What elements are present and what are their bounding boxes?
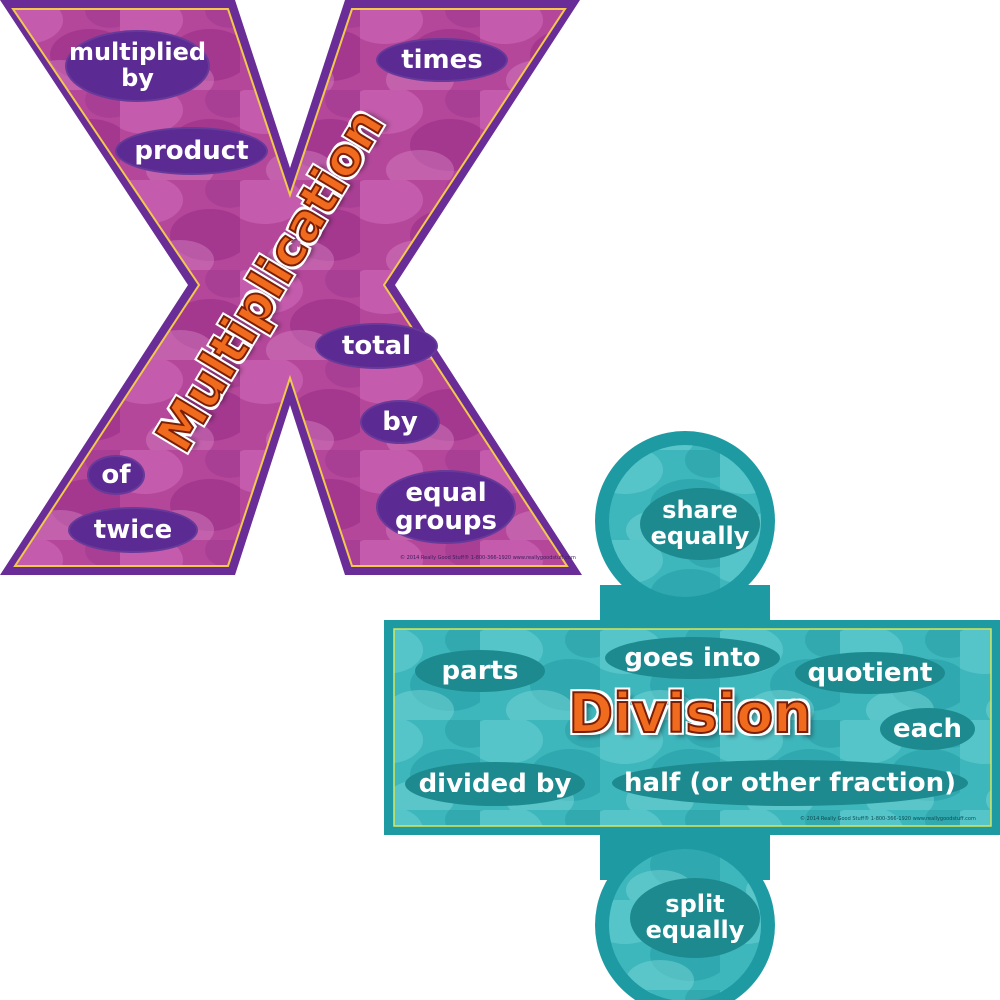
word-split-equally-text: split equally bbox=[645, 890, 745, 944]
word-of-text: of bbox=[101, 459, 131, 490]
word-parts-text: parts bbox=[441, 655, 519, 686]
word-total-text: total bbox=[341, 330, 412, 361]
word-divided-by-text: divided by bbox=[418, 768, 572, 799]
word-each: each bbox=[880, 708, 975, 750]
word-share-equally: share equally bbox=[640, 488, 760, 560]
word-equal-groups: equal groups bbox=[376, 470, 516, 544]
word-times: times bbox=[376, 38, 508, 82]
word-of: of bbox=[87, 455, 145, 495]
word-multiplied-by-text: multiplied by bbox=[68, 38, 207, 92]
word-by: by bbox=[360, 400, 440, 444]
word-divided-by: divided by bbox=[405, 762, 585, 806]
word-times-text: times bbox=[401, 44, 483, 75]
word-goes-into: goes into bbox=[605, 637, 780, 679]
word-total: total bbox=[315, 323, 438, 369]
word-share-equally-text: share equally bbox=[650, 496, 750, 550]
word-parts: parts bbox=[415, 650, 545, 692]
word-product: product bbox=[115, 127, 268, 175]
division-title: Division bbox=[567, 681, 812, 746]
word-each-text: each bbox=[892, 713, 963, 744]
word-equal-groups-text: equal groups bbox=[395, 477, 497, 536]
word-half-text: half (or other fraction) bbox=[624, 767, 956, 798]
division-fine-print: © 2014 Really Good Stuff® 1-800-366-1920… bbox=[800, 816, 976, 822]
word-half-or-other-fraction: half (or other fraction) bbox=[612, 760, 968, 806]
word-twice: twice bbox=[68, 507, 198, 553]
word-twice-text: twice bbox=[93, 514, 173, 545]
word-split-equally: split equally bbox=[630, 878, 760, 958]
word-by-text: by bbox=[382, 406, 418, 437]
word-goes-into-text: goes into bbox=[624, 642, 761, 673]
word-quotient-text: quotient bbox=[807, 657, 933, 688]
word-multiplied-by: multiplied by bbox=[65, 30, 210, 102]
word-quotient: quotient bbox=[795, 652, 945, 694]
word-product-text: product bbox=[134, 135, 249, 166]
multiplication-fine-print: © 2014 Really Good Stuff® 1-800-366-1920… bbox=[400, 555, 576, 561]
